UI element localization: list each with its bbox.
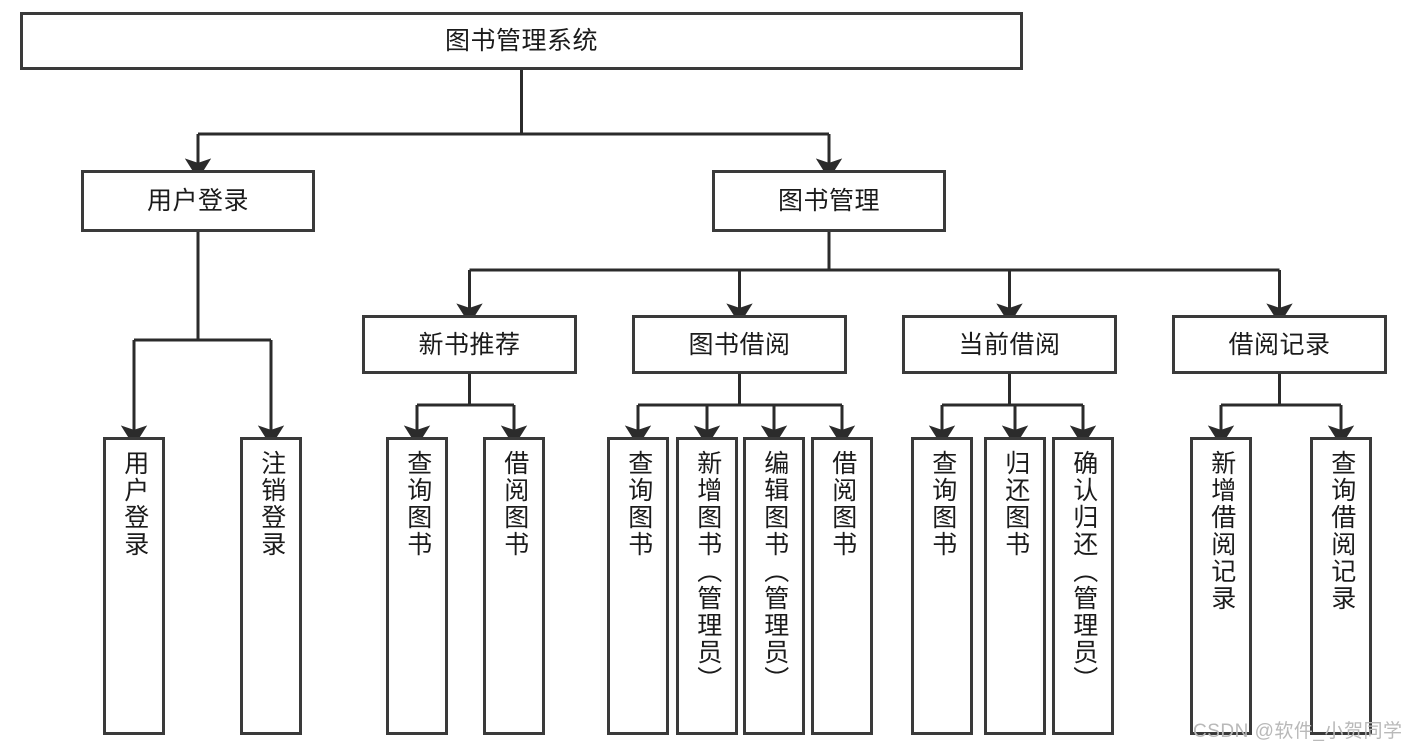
leaf-record-add-label: 新增借阅记录 <box>1207 450 1236 612</box>
node-current-borrow[interactable]: 当前借阅 <box>902 315 1117 374</box>
node-book-borrow-label: 图书借阅 <box>688 330 791 359</box>
node-new-book-recommend[interactable]: 新书推荐 <box>362 315 577 374</box>
leaf-borrow-query-book-label: 查询图书 <box>624 450 653 558</box>
leaf-record-add[interactable]: 新增借阅记录 <box>1190 437 1252 735</box>
leaf-current-confirm-return[interactable]: 确认归还（管理员） <box>1052 437 1114 735</box>
node-book-management-module-label: 图书管理 <box>777 187 880 215</box>
leaf-borrow-query-book[interactable]: 查询图书 <box>607 437 669 735</box>
leaf-new-query-book-label: 查询图书 <box>403 450 432 558</box>
leaf-current-confirm-return-label: 确认归还（管理员） <box>1069 450 1098 693</box>
node-root-label: 图书管理系统 <box>444 27 598 55</box>
leaf-borrow-add-book-label: 新增图书（管理员） <box>693 450 722 693</box>
leaf-current-query-book[interactable]: 查询图书 <box>911 437 973 735</box>
node-new-book-recommend-label: 新书推荐 <box>418 330 521 359</box>
node-borrow-record-label: 借阅记录 <box>1228 330 1331 359</box>
leaf-borrow-edit-book-label: 编辑图书（管理员） <box>760 450 789 693</box>
node-borrow-record[interactable]: 借阅记录 <box>1172 315 1387 374</box>
node-root[interactable]: 图书管理系统 <box>20 12 1023 70</box>
leaf-record-query[interactable]: 查询借阅记录 <box>1310 437 1372 735</box>
leaf-user-logout-label: 注销登录 <box>257 450 286 558</box>
node-book-borrow[interactable]: 图书借阅 <box>632 315 847 374</box>
leaf-current-return-book-label: 归还图书 <box>1001 450 1030 558</box>
leaf-user-logout[interactable]: 注销登录 <box>240 437 302 735</box>
leaf-current-return-book[interactable]: 归还图书 <box>984 437 1046 735</box>
node-current-borrow-label: 当前借阅 <box>958 330 1061 359</box>
leaf-borrow-edit-book[interactable]: 编辑图书（管理员） <box>743 437 805 735</box>
leaf-borrow-borrow-book[interactable]: 借阅图书 <box>811 437 873 735</box>
connector-lines <box>120 70 1355 447</box>
watermark: CSDN @软件_小贺同学 <box>1193 721 1403 742</box>
leaf-new-query-book[interactable]: 查询图书 <box>386 437 448 735</box>
node-user-login-module[interactable]: 用户登录 <box>81 170 315 232</box>
node-user-login-module-label: 用户登录 <box>146 187 249 215</box>
leaf-user-login[interactable]: 用户登录 <box>103 437 165 735</box>
leaf-current-query-book-label: 查询图书 <box>928 450 957 558</box>
leaf-record-query-label: 查询借阅记录 <box>1327 450 1356 612</box>
leaf-borrow-add-book[interactable]: 新增图书（管理员） <box>676 437 738 735</box>
leaf-borrow-borrow-book-label: 借阅图书 <box>828 450 857 558</box>
leaf-new-borrow-book-label: 借阅图书 <box>500 450 529 558</box>
leaf-user-login-label: 用户登录 <box>120 450 149 558</box>
node-book-management-module[interactable]: 图书管理 <box>712 170 946 232</box>
leaf-new-borrow-book[interactable]: 借阅图书 <box>483 437 545 735</box>
